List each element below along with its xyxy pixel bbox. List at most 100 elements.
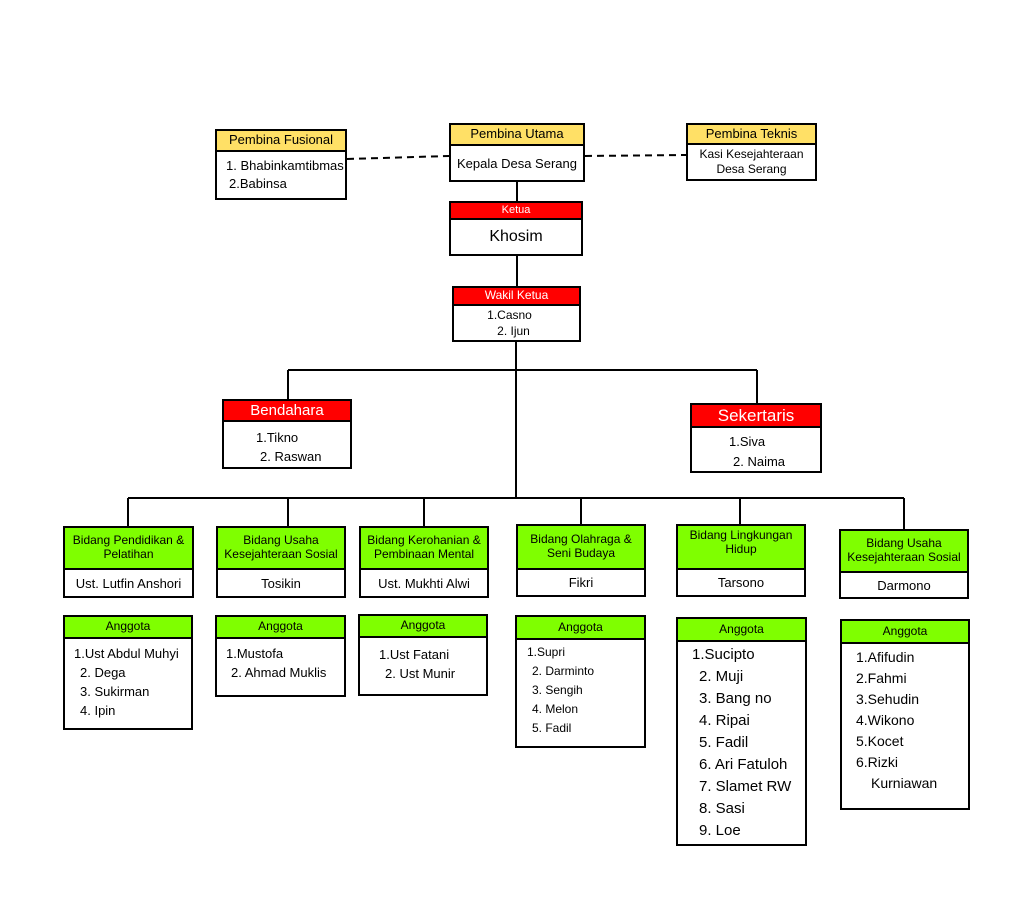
pembina-teknis-line1: Kasi Kesejahteraan — [699, 147, 804, 161]
list-item: 5. Fadil — [699, 734, 749, 751]
list-item: 1. Bhabinkamtibmas — [226, 158, 344, 173]
anggota-3-box: Anggota 1.Ust Fatani 2. Ust Munir — [358, 614, 488, 696]
ketua-name: Khosim — [489, 228, 543, 245]
anggota-1-box: Anggota 1.Ust Abdul Muhyi 2. Dega 3. Suk… — [63, 615, 193, 730]
bidang-6-title: Bidang Usaha Kesejahteraan Sosial — [841, 531, 967, 573]
bidang-6-title-line2: Kesejahteraan Sosial — [847, 550, 961, 564]
anggota-6-list: 1.Afifudin 2.Fahmi 3.Sehudin 4.Wikono 5.… — [842, 644, 968, 794]
list-item: 2. Muji — [699, 668, 744, 685]
bidang-1-head: Ust. Lutfin Anshori — [75, 575, 182, 591]
list-item: 1.Ust Abdul Muhyi — [74, 646, 179, 661]
anggota-5-box: Anggota 1.Sucipto 2. Muji 3. Bang no 4. … — [676, 617, 807, 846]
bidang-1-box: Bidang Pendidikan & Pelatihan Ust. Lutfi… — [63, 526, 194, 598]
anggota-6-title: Anggota — [842, 621, 968, 644]
list-item: 4. Melon — [532, 702, 579, 716]
bidang-6-box: Bidang Usaha Kesejahteraan Sosial Darmon… — [839, 529, 969, 599]
list-item: 1.Supri — [527, 645, 566, 659]
list-item: 7. Slamet RW — [699, 778, 792, 795]
list-item: 2. Naima — [733, 454, 786, 469]
wakil-ketua-box: Wakil Ketua 1.Casno 2. Ijun — [452, 286, 581, 342]
list-item: 6. Ari Fatuloh — [699, 756, 788, 773]
list-item: 1.Casno — [487, 308, 532, 322]
anggota-5-list: 1.Sucipto 2. Muji 3. Bang no 4. Ripai 5.… — [678, 642, 805, 842]
sekertaris-box: Sekertaris 1.Siva 2. Naima — [690, 403, 822, 473]
bendahara-box: Bendahara 1.Tikno 2. Raswan — [222, 399, 352, 469]
bidang-4-box: Bidang Olahraga & Seni Budaya Fikri — [516, 524, 646, 597]
bidang-5-title-line2: Hidup — [725, 541, 757, 556]
list-item: 4. Ripai — [699, 712, 750, 729]
anggota-2-list: 1.Mustofa 2. Ahmad Muklis — [217, 639, 344, 682]
pembina-teknis-box: Pembina Teknis Kasi Kesejahteraan Desa S… — [686, 123, 817, 181]
list-item: 3.Sehudin — [856, 691, 920, 707]
list-item: 1.Ust Fatani — [379, 647, 450, 662]
bidang-1-title-line1: Bidang Pendidikan & — [72, 533, 185, 548]
list-item: 1.Sucipto — [692, 646, 755, 663]
bidang-1-title: Bidang Pendidikan & Pelatihan — [65, 528, 192, 570]
list-item: 5. Fadil — [532, 721, 572, 735]
list-item: 2. Darminto — [532, 664, 595, 678]
list-item: 2. Ahmad Muklis — [231, 665, 327, 680]
wakil-ketua-title: Wakil Ketua — [454, 288, 579, 306]
anggota-2-box: Anggota 1.Mustofa 2. Ahmad Muklis — [215, 615, 346, 697]
pembina-utama-name: Kepala Desa Serang — [457, 155, 577, 171]
anggota-3-list: 1.Ust Fatani 2. Ust Munir — [360, 638, 486, 683]
anggota-1-list: 1.Ust Abdul Muhyi 2. Dega 3. Sukirman 4.… — [65, 639, 191, 720]
pembina-utama-title: Pembina Utama — [451, 125, 583, 146]
bidang-3-title-line1: Bidang Kerohanian & — [367, 533, 481, 548]
pembina-teknis-title: Pembina Teknis — [688, 125, 815, 145]
pembina-fusional-box: Pembina Fusional 1. Bhabinkamtibmas 2.Ba… — [215, 129, 347, 200]
anggota-6-box: Anggota 1.Afifudin 2.Fahmi 3.Sehudin 4.W… — [840, 619, 970, 810]
bidang-2-title-line2: Kesejahteraan Sosial — [224, 547, 338, 561]
bidang-5-box: Bidang Lingkungan Hidup Tarsono — [676, 524, 806, 597]
list-item: 3. Sengih — [532, 683, 583, 697]
list-item: Kurniawan — [871, 775, 938, 791]
bidang-4-title-line2: Seni Budaya — [546, 546, 616, 560]
dashed-link-teknis — [584, 154, 687, 157]
dashed-link-fusional — [346, 155, 450, 160]
anggota-5-title: Anggota — [678, 619, 805, 642]
bidang-3-title: Bidang Kerohanian & Pembinaan Mental — [361, 528, 487, 570]
bidang-2-head: Tosikin — [261, 575, 301, 591]
anggota-4-box: Anggota 1.Supri 2. Darminto 3. Sengih 4.… — [515, 615, 646, 748]
list-item: 2. Ust Munir — [385, 666, 456, 681]
pembina-teknis-body: Kasi Kesejahteraan Desa Serang — [688, 145, 815, 177]
bidang-2-box: Bidang Usaha Kesejahteraan Sosial Tosiki… — [216, 526, 346, 598]
bidang-2-title: Bidang Usaha Kesejahteraan Sosial — [218, 528, 344, 570]
list-item: 1.Siva — [729, 434, 766, 449]
bidang-4-title-line1: Bidang Olahraga & — [530, 532, 632, 547]
bendahara-title: Bendahara — [224, 401, 350, 422]
list-item: 9. Loe — [699, 822, 741, 839]
pembina-fusional-list: 1. Bhabinkamtibmas 2.Babinsa — [217, 152, 345, 193]
pembina-fusional-title: Pembina Fusional — [217, 131, 345, 152]
ketua-box: Ketua Khosim — [449, 201, 583, 256]
list-item: 1.Tikno — [256, 430, 299, 445]
bendahara-list: 1.Tikno 2. Raswan — [224, 422, 350, 466]
list-item: 5.Kocet — [856, 733, 904, 749]
anggota-4-list: 1.Supri 2. Darminto 3. Sengih 4. Melon 5… — [517, 640, 644, 738]
list-item: 3. Sukirman — [80, 684, 150, 699]
sekertaris-title: Sekertaris — [692, 405, 820, 428]
list-item: 2. Raswan — [260, 449, 322, 464]
bidang-5-head: Tarsono — [717, 575, 765, 590]
anggota-1-title: Anggota — [65, 617, 191, 639]
sekertaris-list: 1.Siva 2. Naima — [692, 428, 820, 472]
bidang-3-head: Ust. Mukhti Alwi — [378, 575, 470, 591]
list-item: 1.Afifudin — [856, 649, 915, 665]
ketua-title: Ketua — [451, 203, 581, 220]
bidang-4-title: Bidang Olahraga & Seni Budaya — [518, 526, 644, 570]
bidang-5-title: Bidang Lingkungan Hidup — [678, 526, 804, 570]
anggota-2-title: Anggota — [217, 617, 344, 639]
list-item: 6.Rizki — [856, 754, 899, 770]
anggota-3-title: Anggota — [360, 616, 486, 638]
wakil-ketua-list: 1.Casno 2. Ijun — [454, 306, 579, 339]
bidang-4-head: Fikri — [568, 575, 594, 590]
anggota-4-title: Anggota — [517, 617, 644, 640]
bidang-6-title-line1: Bidang Usaha — [866, 536, 942, 551]
list-item: 4. Ipin — [80, 703, 116, 718]
list-item: 2. Dega — [80, 665, 126, 680]
bidang-6-head: Darmono — [877, 577, 931, 593]
bidang-2-title-line1: Bidang Usaha — [243, 533, 319, 548]
list-item: 2.Babinsa — [229, 176, 287, 191]
pembina-teknis-line2: Desa Serang — [716, 162, 787, 176]
list-item: 2.Fahmi — [856, 670, 907, 686]
